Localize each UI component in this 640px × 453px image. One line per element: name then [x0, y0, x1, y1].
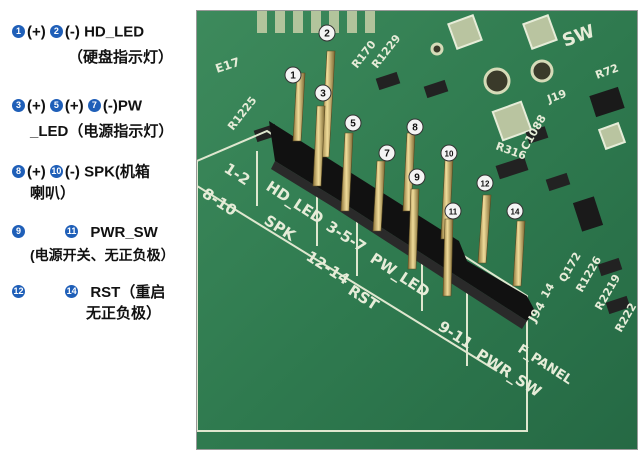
pin-badge-8: 8 — [12, 164, 25, 178]
legend-rst-sub: 无正负极） — [86, 305, 162, 322]
pin-badge-5: 5 — [49, 98, 63, 112]
pin-marker-1: 1 — [284, 66, 302, 84]
pin-badge-2: 2 — [49, 24, 63, 38]
legend-label: HD_LED — [79, 23, 145, 41]
legend-polarity: (+) — [27, 163, 46, 181]
legend-pw-led-sub: _LED（电源指示灯） — [30, 123, 174, 140]
legend-polarity: (-) — [64, 163, 80, 181]
header-pin-1 — [292, 72, 306, 142]
pin-badge-1: 1 — [12, 24, 25, 38]
svg-text:3: 3 — [320, 89, 326, 100]
legend-polarity: (-)PW — [102, 97, 142, 115]
svg-text:5: 5 — [350, 119, 356, 130]
legend-polarity: (-) — [64, 23, 80, 41]
legend-polarity: (+) — [27, 23, 46, 41]
pin-marker-3: 3 — [314, 84, 332, 102]
pin-badge-7: 7 — [87, 98, 101, 112]
legend-label: PWR_SW — [90, 223, 158, 241]
vias — [430, 42, 554, 95]
pin-marker-5: 5 — [344, 114, 362, 132]
legend-spk: 8(+) 10(-) SPK(机箱 — [12, 162, 150, 182]
legend-label: SPK(机箱 — [79, 163, 150, 181]
header-pin-14 — [512, 220, 526, 287]
header-pins — [292, 50, 526, 297]
pin-marker-7: 7 — [378, 144, 396, 162]
pin-marker-8: 8 — [406, 118, 424, 136]
square-pads — [447, 14, 627, 151]
legend-label: RST（重启 — [90, 283, 166, 301]
legend-spk-sub: 喇叭） — [30, 185, 76, 202]
pin-marker-11: 11 — [444, 202, 462, 220]
legend-pw-led: 3(+) 5(+) 7(-)PW — [12, 96, 142, 116]
silk-outline — [197, 129, 528, 432]
svg-text:2: 2 — [324, 29, 330, 40]
pin-marker-14: 14 — [506, 202, 524, 220]
svg-text:9: 9 — [414, 173, 420, 184]
header-pin-11 — [442, 218, 454, 297]
legend-rst: 12 14 RST（重启 — [12, 282, 165, 302]
pin-badge-11: 11 — [65, 224, 79, 238]
pin-badge-10: 10 — [49, 164, 63, 178]
header-pin-3 — [312, 105, 326, 187]
legend-pwr-sw-sub: (电源开关、无正负极） — [30, 247, 175, 263]
svg-text:8: 8 — [412, 123, 418, 134]
svg-text:14: 14 — [511, 208, 520, 217]
pin-marker-2: 2 — [318, 24, 336, 42]
pin-badge-14: 14 — [65, 284, 79, 298]
pin-header-block — [269, 121, 535, 329]
legend-pwr-sw: 9 11 PWR_SW — [12, 222, 158, 242]
pin-badge-12: 12 — [12, 284, 25, 298]
header-pin-12 — [477, 194, 492, 264]
svg-text:12: 12 — [481, 180, 490, 189]
top-pads — [257, 11, 375, 33]
svg-text:1: 1 — [290, 71, 296, 82]
legend-polarity: (+) — [64, 97, 84, 115]
svg-text:11: 11 — [449, 208, 458, 217]
header-pin-5 — [340, 132, 354, 212]
legend-hd-led: 1(+) 2(-) HD_LED — [12, 22, 144, 42]
pin-badge-9: 9 — [12, 224, 25, 238]
pin-marker-12: 12 — [476, 174, 494, 192]
smd-resistors — [253, 71, 631, 315]
header-pin-9 — [407, 188, 420, 270]
legend-hd-led-sub: （硬盘指示灯） — [68, 49, 174, 66]
legend-polarity: (+) — [27, 97, 46, 115]
pin-marker-9: 9 — [408, 168, 426, 186]
pin-legend: 1(+) 2(-) HD_LED （硬盘指示灯） 3(+) 5(+) 7(-)P… — [0, 0, 196, 453]
pin-marker-10: 10 — [440, 144, 458, 162]
pin-badge-3: 3 — [12, 98, 25, 112]
svg-text:7: 7 — [384, 149, 390, 160]
svg-text:10: 10 — [445, 150, 454, 159]
